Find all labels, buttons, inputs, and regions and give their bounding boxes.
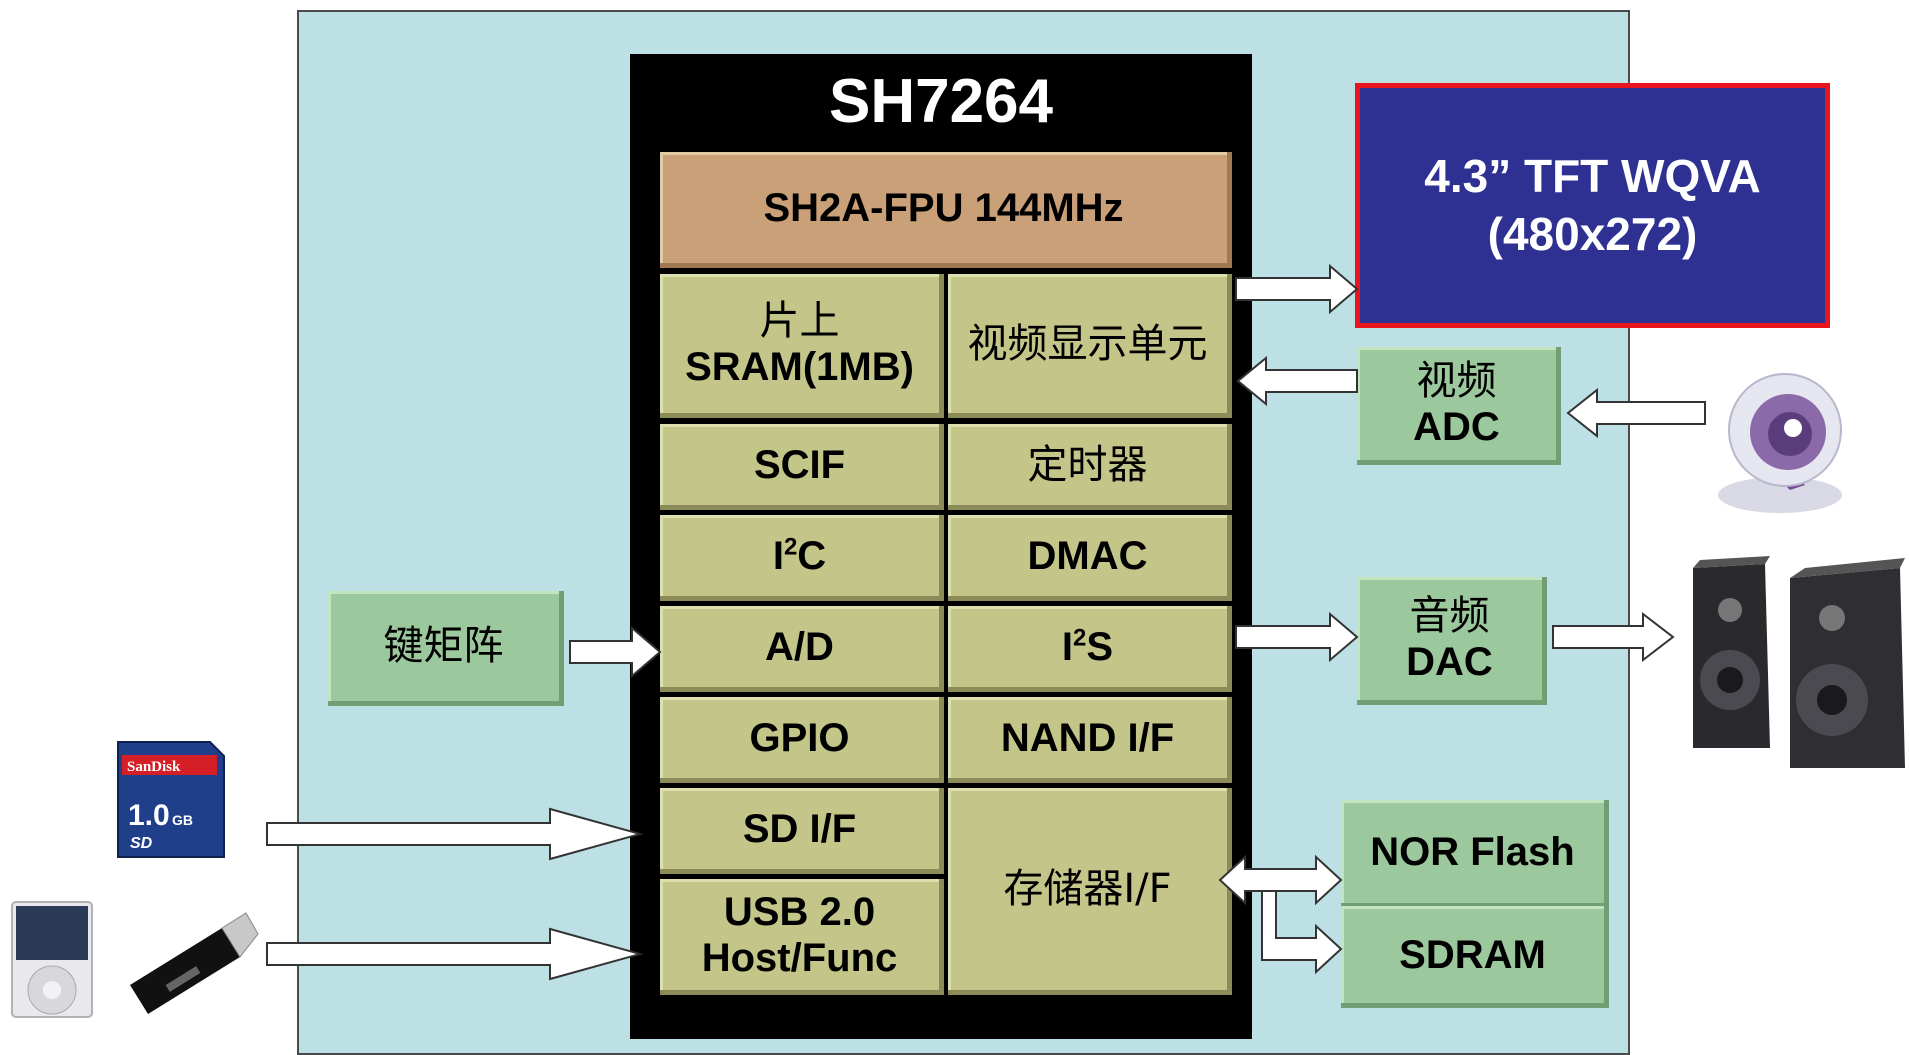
arrow-memory-nor-flash [1218, 854, 1343, 906]
arrow-from-sd-card [266, 807, 644, 861]
video-adc-label: ADC [1413, 404, 1500, 449]
ad-label: A/D [765, 624, 834, 669]
dmac-label: DMAC [1027, 533, 1148, 578]
sd-if-block: SD I/F [660, 788, 944, 874]
cpu-block: SH2A-FPU 144MHz [660, 152, 1232, 268]
speakers-icon [1693, 556, 1905, 768]
keypad-label: 键矩阵 [383, 623, 504, 669]
sd-card-unit: GB [172, 812, 193, 828]
i2s-block: I2S [948, 606, 1232, 692]
audio-dac-label: DAC [1406, 639, 1493, 684]
nor-flash-label: NOR Flash [1370, 829, 1575, 874]
memory-if-block: 存储器I/F [948, 788, 1232, 995]
chip-title: SH7264 [828, 67, 1054, 136]
webcam-icon [1718, 373, 1842, 513]
mp3-player-icon [11, 901, 93, 1018]
sdram-block: SDRAM [1341, 906, 1609, 1008]
sd-card-capacity: 1.0 [128, 799, 170, 832]
arrow-to-speakers [1552, 611, 1675, 663]
scif-block: SCIF [660, 424, 944, 510]
lcd-line2: (480x272) [1487, 207, 1698, 260]
sd-card-icon: SanDisk 1.0 GB SD [117, 741, 225, 858]
arrow-to-sdram [1261, 890, 1343, 975]
arrow-to-audio-dac [1235, 611, 1359, 663]
lcd-display-block: 4.3” TFT WQVA (480x272) [1355, 83, 1830, 328]
cpu-label: SH2A-FPU 144MHz [763, 185, 1124, 230]
gpio-label: GPIO [749, 715, 850, 760]
arrow-from-usb [266, 927, 644, 981]
usb-label-line1: USB 2.0 [723, 889, 876, 934]
scif-label: SCIF [753, 442, 846, 487]
lcd-line1: 4.3” TFT WQVA [1424, 150, 1761, 202]
arrow-from-webcam [1566, 387, 1706, 439]
arrow-from-video-adc [1236, 355, 1358, 407]
timer-label: 定时器 [1027, 441, 1148, 488]
usb-block: USB 2.0 Host/Func [660, 879, 944, 995]
i2c-block: I2C [660, 515, 944, 601]
video-adc-block: 视频 ADC [1357, 347, 1561, 465]
audio-dac-label-cn: 音频 [1409, 592, 1490, 639]
sram-label: SRAM(1MB) [685, 344, 914, 389]
usb-stick-icon [130, 912, 259, 1014]
sd-card-logo: SD [130, 835, 153, 852]
usb-label-line2: Host/Func [701, 935, 898, 980]
i2s-label: I2S [1061, 624, 1114, 669]
audio-dac-block: 音频 DAC [1357, 577, 1547, 705]
video-display-unit-block: 视频显示单元 [948, 274, 1232, 418]
i2c-label: I2C [772, 533, 827, 578]
nand-label: NAND I/F [1000, 715, 1175, 760]
nand-block: NAND I/F [948, 697, 1232, 783]
arrow-from-keypad [569, 625, 662, 679]
arrow-to-lcd [1235, 263, 1359, 315]
gpio-block: GPIO [660, 697, 944, 783]
sdram-label: SDRAM [1399, 932, 1546, 977]
timer-block: 定时器 [948, 424, 1232, 510]
nor-flash-block: NOR Flash [1341, 800, 1609, 908]
ad-block: A/D [660, 606, 944, 692]
video-adc-label-cn: 视频 [1416, 357, 1497, 404]
memory-if-label: 存储器I/F [1003, 866, 1172, 912]
sram-block: 片上 SRAM(1MB) [660, 274, 944, 418]
keypad-block: 键矩阵 [328, 591, 564, 706]
sd-card-brand: SanDisk [127, 759, 181, 775]
sd-if-label: SD I/F [742, 806, 857, 851]
sram-label-cn: 片上 [759, 297, 840, 344]
video-display-unit-label: 视频显示单元 [967, 320, 1208, 367]
dmac-block: DMAC [948, 515, 1232, 601]
